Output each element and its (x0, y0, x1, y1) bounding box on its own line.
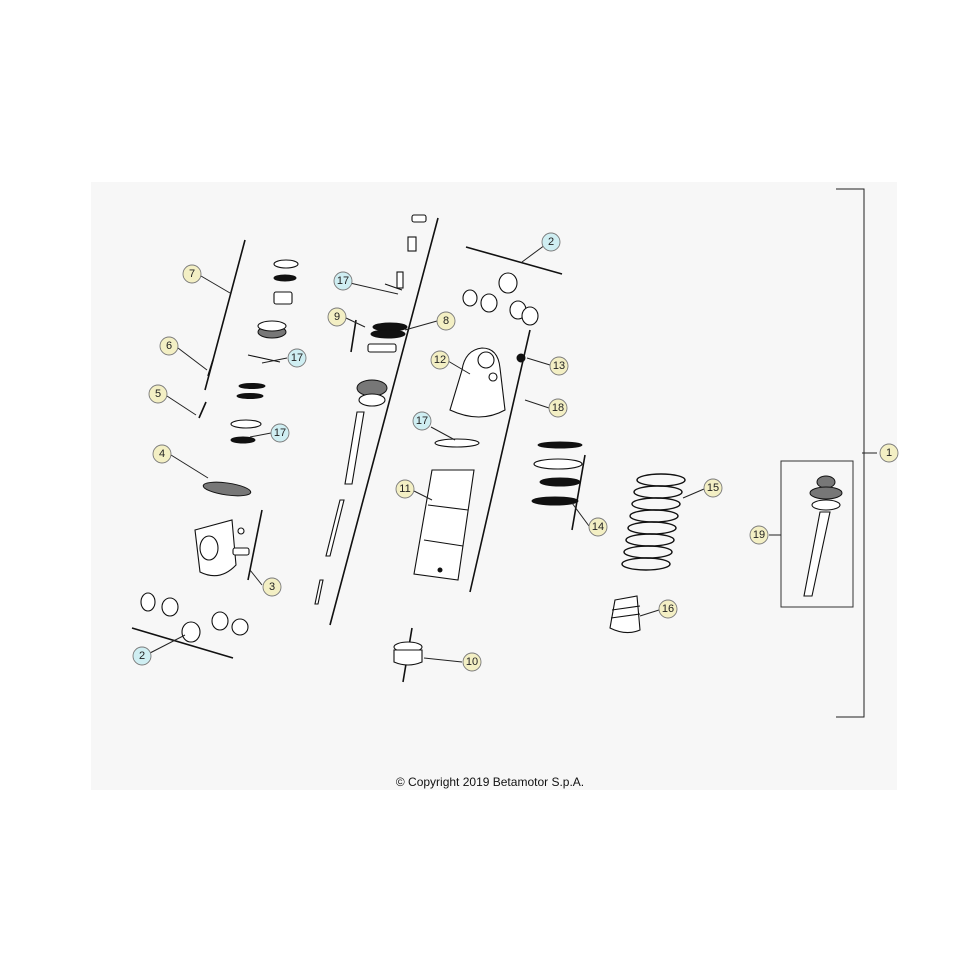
callout-13-badge (549, 356, 569, 376)
callout-17-body-label: 17 (416, 415, 428, 427)
callout-6: 6 (159, 336, 179, 356)
bottom-clevis (194, 519, 250, 577)
callout-19-label: 19 (753, 529, 765, 541)
damper-cylinder (413, 469, 475, 581)
callout-17-rod-label: 17 (337, 275, 349, 287)
callout-13-label: 13 (553, 360, 565, 372)
callout-9-badge (327, 307, 347, 327)
callout-7-badge (182, 264, 202, 284)
o-ring (434, 438, 480, 448)
bottom-bushings (140, 592, 249, 643)
callout-9: 9 (327, 307, 347, 327)
callout-8: 8 (436, 311, 456, 331)
axis-short-9 (350, 319, 357, 353)
callout-6-label: 6 (166, 340, 172, 352)
callout-3-badge (262, 577, 282, 597)
callout-2-bottom: 2 (132, 646, 152, 666)
callout-7-label: 7 (189, 268, 195, 280)
callout-14-badge (588, 517, 608, 537)
callout-8-badge (436, 311, 456, 331)
callout-4-badge (152, 444, 172, 464)
callout-5: 5 (148, 384, 168, 404)
bump-cup (393, 641, 423, 666)
callout-18: 18 (548, 398, 568, 418)
callout-17-lower: 17 (270, 423, 290, 443)
callout-17-lower-badge (270, 423, 290, 443)
callout-11-label: 11 (399, 483, 410, 495)
callout-10-label: 10 (466, 656, 478, 668)
callout-1: 1 (879, 443, 899, 463)
axis-short-5 (198, 401, 207, 419)
valve-shim-stack (230, 259, 299, 444)
callout-16: 16 (658, 599, 678, 619)
coil-spring (621, 473, 686, 571)
piston-rod-assembly (314, 214, 427, 605)
axis-main (329, 217, 439, 626)
axis-left-lower (247, 509, 263, 581)
callout-1-badge (879, 443, 899, 463)
callout-4-label: 4 (159, 448, 165, 460)
callout-4: 4 (152, 444, 172, 464)
axis-spring-seat (571, 454, 586, 531)
callout-15: 15 (703, 478, 723, 498)
seal-plate (202, 481, 252, 497)
callout-2-bottom-label: 2 (139, 650, 145, 662)
callout-15-badge (703, 478, 723, 498)
top-bushings (462, 272, 539, 326)
callout-12-badge (430, 350, 450, 370)
callout-3: 3 (262, 577, 282, 597)
copyright-notice: © Copyright 2019 Betamotor S.p.A. (395, 775, 585, 789)
callout-18-badge (548, 398, 568, 418)
callout-16-label: 16 (662, 603, 674, 615)
callout-17-upper-badge (287, 348, 307, 368)
callout-2-bottom-badge (132, 646, 152, 666)
axis-body (469, 329, 531, 593)
callout-12: 12 (430, 350, 450, 370)
callout-5-badge (148, 384, 168, 404)
callout-19: 19 (749, 525, 769, 545)
callout-14: 14 (588, 517, 608, 537)
callout-17-upper-label: 17 (291, 352, 303, 364)
callout-19-badge (749, 525, 769, 545)
callout-5-label: 5 (155, 388, 161, 400)
leader-lines (149, 244, 877, 663)
callout-3-label: 3 (269, 581, 275, 593)
callout-17-body: 17 (412, 411, 432, 431)
callout-6-badge (159, 336, 179, 356)
callout-17-lower-label: 17 (274, 427, 286, 439)
callout-11: 11 (395, 479, 415, 499)
axis-top-eye (465, 246, 563, 275)
callout-2-top-label: 2 (548, 236, 554, 248)
callout-1-label: 1 (886, 447, 892, 459)
complete-shaft-assembly (803, 475, 843, 597)
callout-17-rod-badge (333, 271, 353, 291)
callout-11-badge (395, 479, 415, 499)
callout-7: 7 (182, 264, 202, 284)
callout-13: 13 (549, 356, 569, 376)
callout-12-label: 12 (434, 354, 446, 366)
spring-seat-rings (531, 441, 583, 506)
axis-bottom-eye (131, 627, 234, 659)
callout-9-label: 9 (334, 311, 340, 323)
callout-14-label: 14 (592, 521, 604, 533)
callout-8-label: 8 (443, 315, 449, 327)
callout-10-badge (462, 652, 482, 672)
callout-2-top-badge (541, 232, 561, 252)
callout-15-label: 15 (707, 482, 719, 494)
callout-17-upper: 17 (287, 348, 307, 368)
callout-2-top: 2 (541, 232, 561, 252)
callout-10: 10 (462, 652, 482, 672)
callout-17-rod: 17 (333, 271, 353, 291)
axis-short-6 (207, 359, 214, 377)
callout-16-badge (658, 599, 678, 619)
callout-18-label: 18 (552, 402, 564, 414)
callout-17-body-badge (412, 411, 432, 431)
bump-stop (609, 595, 641, 634)
item-19-box (780, 460, 854, 608)
shock-body-head (449, 347, 526, 418)
